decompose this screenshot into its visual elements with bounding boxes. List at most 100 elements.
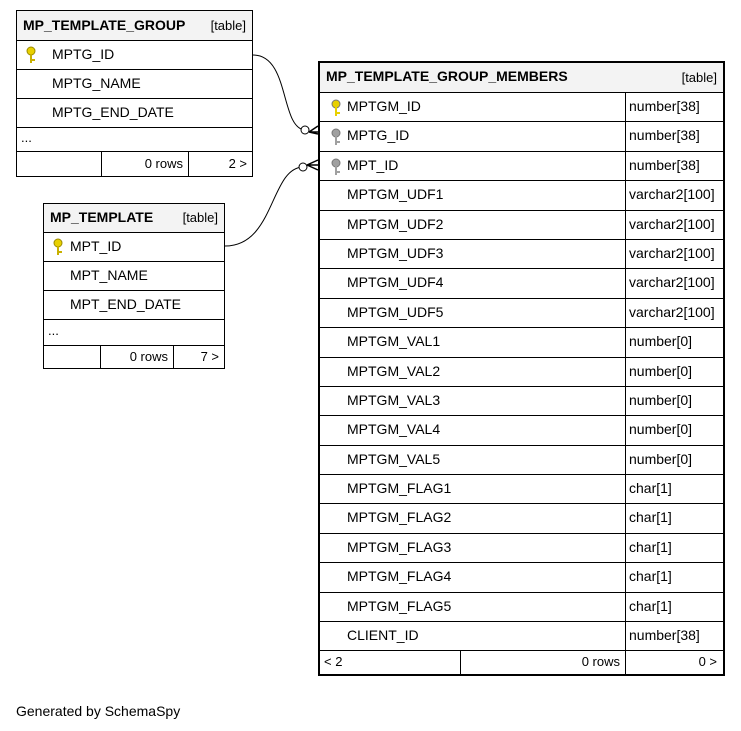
column-row[interactable]: MPTGM_VAL3 number[0] bbox=[320, 386, 723, 417]
column-row[interactable]: MPTG_NAME bbox=[17, 70, 252, 99]
children-link[interactable]: 7 > bbox=[200, 349, 219, 364]
table-mp-template-group[interactable]: MP_TEMPLATE_GROUP [table] MPTG_ID MPTG_N… bbox=[16, 10, 253, 177]
column-name: MPTGM_FLAG3 bbox=[347, 538, 452, 555]
column-name: MPTG_ID bbox=[347, 127, 410, 144]
table-type: [table] bbox=[182, 210, 218, 225]
column-type: varchar2[100] bbox=[629, 274, 715, 291]
table-header: MP_TEMPLATE_GROUP [table] bbox=[17, 11, 252, 41]
column-name: MPTGM_UDF1 bbox=[347, 186, 444, 203]
column-divider bbox=[625, 445, 626, 475]
table-mp-template-group-members[interactable]: MP_TEMPLATE_GROUP_MEMBERS [table] MPTGM_… bbox=[318, 61, 725, 676]
table-footer: 0 rows 2 > bbox=[17, 152, 252, 176]
link-template-crowfoot bbox=[306, 159, 319, 171]
column-type: char[1] bbox=[629, 568, 672, 585]
column-row[interactable]: MPTG_ID number[38] bbox=[320, 122, 723, 152]
column-name: MPTGM_UDF2 bbox=[347, 215, 444, 232]
column-row[interactable]: MPT_ID bbox=[44, 233, 224, 262]
table-type: [table] bbox=[681, 70, 717, 85]
column-row[interactable]: MPTG_END_DATE bbox=[17, 99, 252, 128]
table-name: MP_TEMPLATE_GROUP bbox=[23, 17, 186, 33]
column-divider bbox=[625, 210, 626, 239]
column-name: MPT_ID bbox=[347, 156, 399, 173]
column-row[interactable]: MPT_NAME bbox=[44, 262, 224, 291]
column-type: varchar2[100] bbox=[629, 186, 715, 203]
column-name: MPTGM_FLAG2 bbox=[347, 509, 452, 526]
column-row[interactable]: MPTG_ID bbox=[17, 41, 252, 70]
column-row[interactable]: MPT_END_DATE bbox=[44, 291, 224, 320]
column-type: char[1] bbox=[629, 597, 672, 614]
children-link[interactable]: 0 > bbox=[698, 654, 717, 670]
table-footer: < 2 0 rows 0 > bbox=[320, 651, 723, 676]
more-columns-ellipsis: ... bbox=[17, 128, 252, 152]
column-name: MPTGM_ID bbox=[347, 98, 421, 114]
column-type: varchar2[100] bbox=[629, 303, 715, 320]
column-name: MPT_NAME bbox=[70, 267, 148, 283]
column-row[interactable]: MPTGM_UDF3 varchar2[100] bbox=[320, 239, 723, 270]
children-link[interactable]: 2 > bbox=[228, 156, 247, 171]
column-divider bbox=[625, 416, 626, 445]
column-row[interactable]: MPTGM_FLAG4 char[1] bbox=[320, 563, 723, 593]
primary-key-icon bbox=[330, 99, 342, 120]
column-divider bbox=[625, 592, 626, 622]
column-type: number[38] bbox=[629, 127, 700, 144]
column-name: CLIENT_ID bbox=[347, 627, 419, 644]
column-divider bbox=[625, 122, 626, 151]
column-name: MPTG_ID bbox=[52, 46, 115, 62]
table-footer: 0 rows 7 > bbox=[44, 346, 224, 368]
column-name: MPT_END_DATE bbox=[70, 296, 181, 312]
column-type: number[0] bbox=[629, 450, 693, 467]
column-type: number[38] bbox=[629, 156, 700, 173]
column-divider bbox=[625, 151, 626, 181]
column-divider bbox=[625, 533, 626, 563]
column-type: number[0] bbox=[629, 421, 693, 438]
column-name: MPTGM_UDF5 bbox=[347, 303, 444, 320]
column-type: varchar2[100] bbox=[629, 215, 715, 232]
column-divider bbox=[625, 181, 626, 210]
column-name: MPT_ID bbox=[70, 238, 122, 254]
more-columns-ellipsis: ... bbox=[44, 320, 224, 346]
table-header: MP_TEMPLATE_GROUP_MEMBERS [table] bbox=[320, 63, 723, 93]
row-count: 0 rows bbox=[144, 156, 183, 171]
primary-key-icon bbox=[25, 46, 37, 67]
column-row[interactable]: MPT_ID number[38] bbox=[320, 151, 723, 182]
column-name: MPTGM_FLAG4 bbox=[347, 568, 452, 585]
column-type: varchar2[100] bbox=[629, 244, 715, 261]
column-type: number[38] bbox=[629, 98, 700, 114]
column-divider bbox=[625, 475, 626, 504]
generated-by-label: Generated by SchemaSpy bbox=[16, 703, 181, 719]
link-group-zero-marker bbox=[300, 125, 310, 135]
parents-link[interactable]: < 2 bbox=[320, 651, 461, 676]
column-name: MPTGM_FLAG5 bbox=[347, 597, 452, 614]
column-row[interactable]: MPTGM_FLAG5 char[1] bbox=[320, 592, 723, 623]
column-divider bbox=[625, 504, 626, 533]
column-type: char[1] bbox=[629, 538, 672, 555]
column-name: MPTGM_UDF3 bbox=[347, 244, 444, 261]
column-row[interactable]: MPTGM_UDF5 varchar2[100] bbox=[320, 298, 723, 329]
link-group-to-members bbox=[252, 54, 306, 131]
link-template-zero-marker bbox=[298, 162, 308, 172]
column-name: MPTGM_VAL1 bbox=[347, 333, 441, 350]
table-mp-template[interactable]: MP_TEMPLATE [table] MPT_ID MPT_NAME MPT_… bbox=[43, 203, 225, 369]
column-name: MPTGM_VAL3 bbox=[347, 391, 441, 408]
column-row[interactable]: MPTGM_ID number[38] bbox=[320, 93, 723, 123]
table-name: MP_TEMPLATE bbox=[50, 209, 154, 225]
column-divider bbox=[625, 93, 626, 122]
column-type: number[0] bbox=[629, 391, 693, 408]
column-row[interactable]: MPTGM_UDF2 varchar2[100] bbox=[320, 210, 723, 240]
column-row[interactable]: MPTGM_UDF1 varchar2[100] bbox=[320, 181, 723, 211]
column-row[interactable]: MPTGM_FLAG3 char[1] bbox=[320, 533, 723, 564]
row-count: 0 rows bbox=[129, 349, 168, 364]
column-divider bbox=[625, 239, 626, 269]
link-group-crowfoot bbox=[308, 125, 319, 135]
foreign-key-icon bbox=[330, 128, 342, 149]
column-divider bbox=[625, 328, 626, 357]
